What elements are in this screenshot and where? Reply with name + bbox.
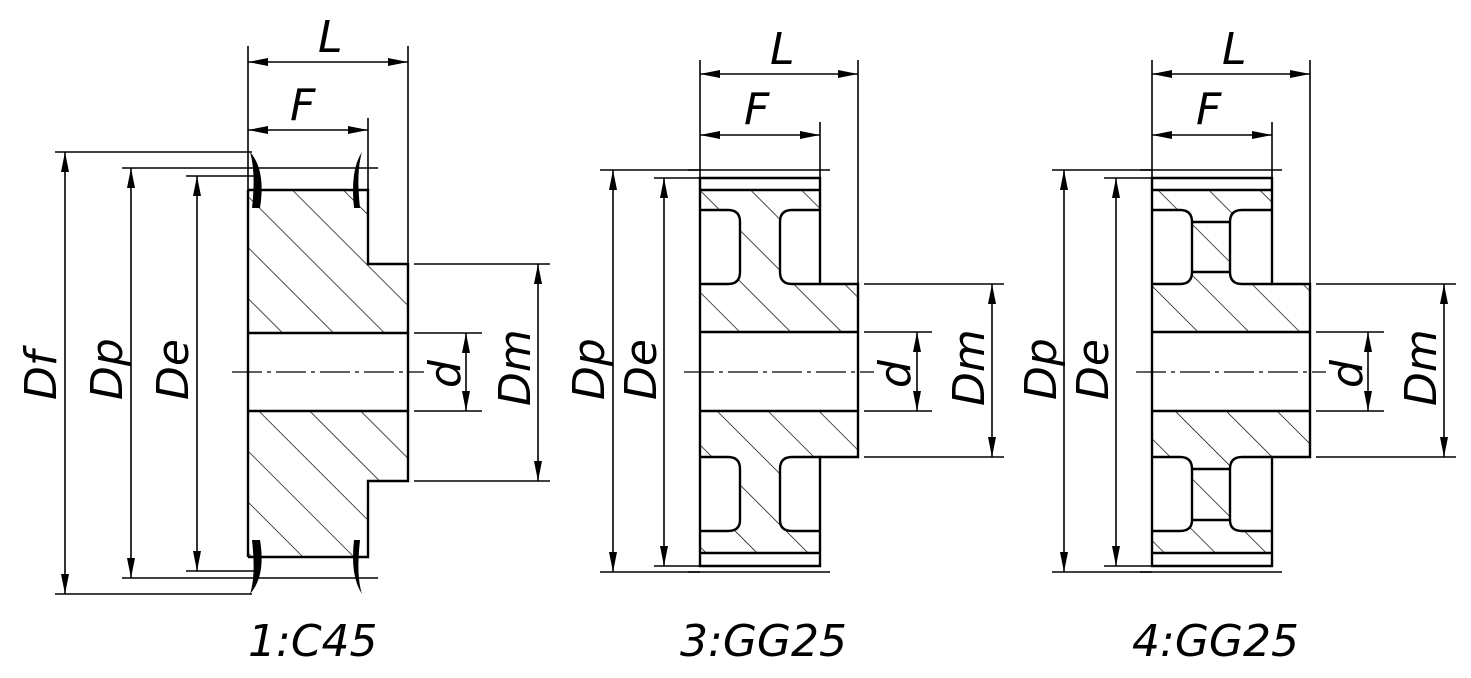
fig3-web-cutout-bl <box>700 455 742 533</box>
figure-3: L F Dp De d Dm 3:GG25 <box>564 24 1004 667</box>
fig4-caption: 4:GG25 <box>1132 616 1299 667</box>
fig1-label-F: F <box>290 80 316 131</box>
fig3-outline <box>698 176 860 568</box>
fig3-web-cutout-tl <box>700 208 742 286</box>
fig4-label-Dp: Dp <box>1016 338 1067 400</box>
fig1-label-L: L <box>318 12 343 63</box>
fig4-label-F: F <box>1196 84 1222 135</box>
fig3-label-Dm: Dm <box>944 329 995 406</box>
fig4-outline <box>1150 176 1312 568</box>
fig3-label-De: De <box>616 339 667 400</box>
fig4-web-cutout-bl <box>1152 455 1194 533</box>
fig1-label-Dp: Dp <box>82 338 133 400</box>
fig1-hub-section-top <box>248 190 408 333</box>
fig4-web-cutout-tr <box>1228 208 1272 286</box>
fig4-web-holes <box>1192 220 1230 522</box>
fig1-label-d: d <box>420 359 471 388</box>
fig3-label-L: L <box>770 24 795 75</box>
fig3-label-d: d <box>870 359 921 388</box>
fig1-flange-bottom-left <box>250 540 262 594</box>
fig4-rim-top-hatch <box>1152 190 1310 332</box>
fig3-caption: 3:GG25 <box>680 616 847 667</box>
fig4-rim-bottom-hatch <box>1152 411 1310 553</box>
figure-1: L F Df Dp De d Dm 1:C45 <box>16 12 550 667</box>
fig1-caption: 1:C45 <box>248 616 378 667</box>
fig3-label-Dp: Dp <box>564 338 615 400</box>
fig3-web-cutout-br <box>778 455 820 533</box>
fig4-web-cutout-tl <box>1152 208 1194 286</box>
fig3-web-cutout-tr <box>778 208 820 286</box>
fig1-label-De: De <box>148 339 199 400</box>
fig4-label-d: d <box>1322 359 1373 388</box>
fig1-flange-top-right <box>353 152 362 208</box>
figure-4: L F Dp De d Dm 4:GG25 <box>1016 24 1456 667</box>
fig1-hub-section-bottom <box>248 411 408 557</box>
fig1-flange-top-left <box>250 152 262 208</box>
fig4-label-Dm: Dm <box>1396 329 1447 406</box>
fig3-label-F: F <box>744 84 770 135</box>
fig1-label-Dm: Dm <box>490 329 541 406</box>
fig1-flange-bottom-right <box>353 540 362 594</box>
fig1-label-Df: Df <box>16 344 67 400</box>
fig4-label-De: De <box>1068 339 1119 400</box>
fig4-web-cutout-br <box>1228 455 1272 533</box>
fig4-label-L: L <box>1222 24 1247 75</box>
